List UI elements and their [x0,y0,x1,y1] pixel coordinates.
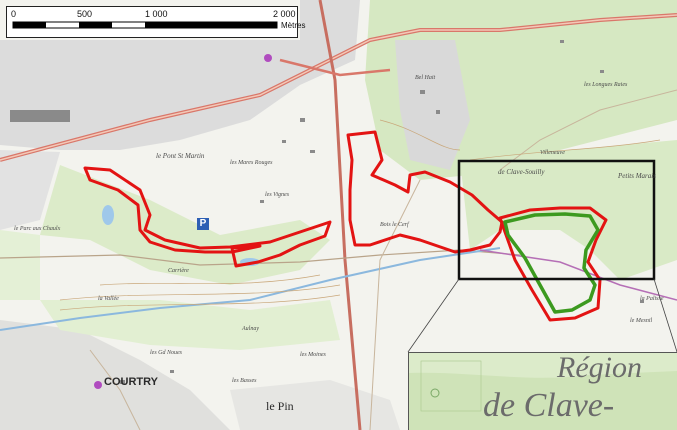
label-la-vallee: la Vallée [98,296,119,302]
label-la-palisse: la Palisse [640,296,664,302]
label-bois-le-cerf: Bois le Cerf [380,222,409,228]
label-le-mesnil: le Mesnil [630,318,653,324]
label-mares-rouges: les Mares Rouges [230,160,273,166]
label-pont-st-martin: le Pont St Martin [156,152,205,160]
label-vignes: les Vignes [265,192,290,198]
study-site-outline-east [498,206,608,322]
label-les-basses: les Basses [232,378,257,384]
inset-label-clave: de Clave- [483,387,615,424]
parking-icon: P [197,218,209,230]
study-site-outline-center [346,130,504,254]
inset-label-region: Région [557,352,642,384]
scale-tick-500: 500 [77,9,93,19]
scale-tick-2000: 2 000 [273,9,296,19]
zoom-extent-box [457,159,656,281]
scale-unit: Mètres [281,21,306,30]
label-bel-hait: Bel Hait [415,75,436,81]
label-courtry: COURTRY [104,376,158,388]
study-site-outline-west [83,166,332,268]
label-les-moines: les Moines [300,352,326,358]
scale-tick-1000: 1 000 [145,9,168,19]
label-longues-raies: les Longues Raies [584,82,628,88]
label-clave-souilly: de Clave-Souilly [498,168,545,176]
label-carriere: Carrière [168,268,189,274]
inset-zoom-view: Région de Clave- [408,352,677,430]
label-aulnay: Aulnay [242,326,259,332]
label-villeneuve: Villeneuve [540,150,565,156]
label-parc-aux-chaulx: le Parc aux Chaulx [14,226,61,232]
label-gd-noues: les Gd Noues [150,350,182,356]
scale-bar-graphic [12,21,278,29]
scale-tick-0: 0 [11,9,17,19]
label-petits-marais: Petits Marais [618,172,656,180]
scale-bar: 0 500 1 000 2 000 Mètres [6,6,305,38]
inset-map-graphic [409,353,677,430]
protected-area-outline [503,212,600,314]
label-le-pin: le Pin [266,399,294,413]
